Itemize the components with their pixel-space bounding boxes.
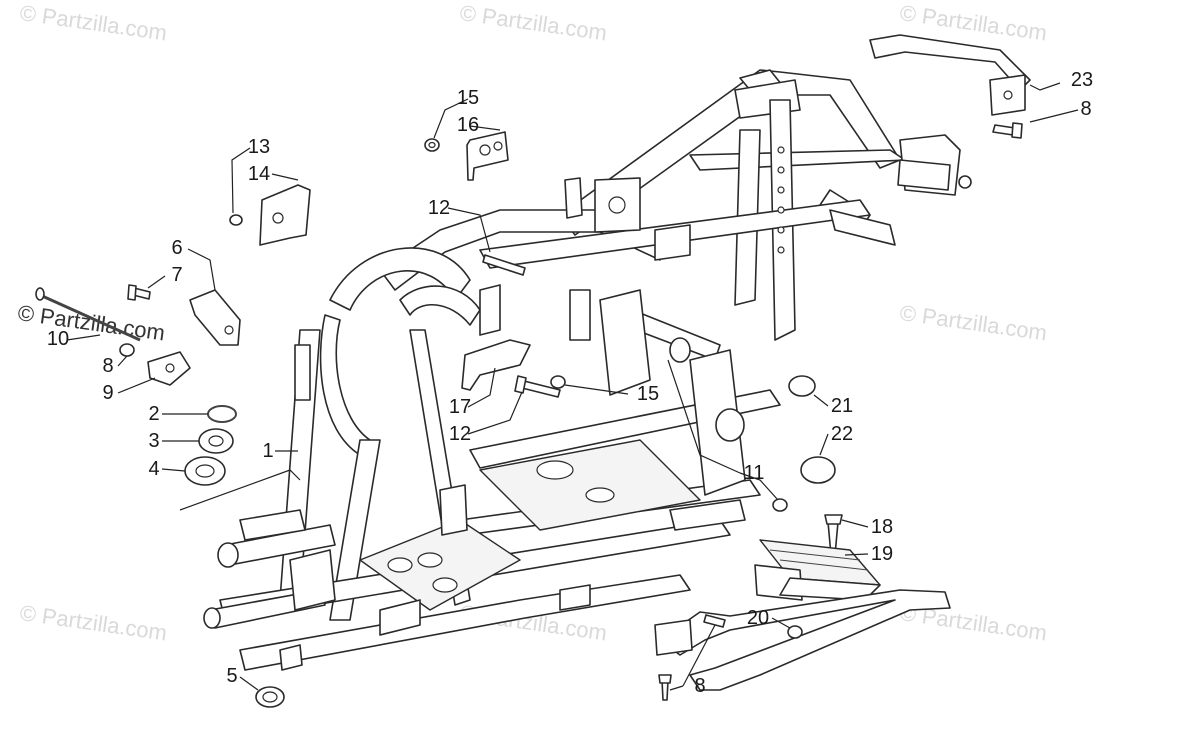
callout-2: 2 [148, 403, 160, 425]
callout-4: 4 [148, 458, 160, 480]
footrest-19 [754, 539, 881, 601]
bolt-8-footrest [658, 614, 726, 701]
callout-1: 1 [262, 440, 274, 462]
seal-5 [255, 686, 285, 708]
bracket-6 [127, 284, 241, 346]
callout-16: 16 [456, 114, 480, 136]
bracket-16 [424, 131, 509, 181]
callout-9: 9 [102, 382, 114, 404]
callout-15: 15 [636, 383, 660, 405]
callout-11: 11 [743, 462, 765, 484]
callout-18: 18 [870, 516, 894, 538]
callout-8: 8 [102, 355, 114, 377]
long-bolt-10 [35, 287, 141, 342]
bolt-12 [482, 254, 561, 398]
cap-22 [800, 456, 836, 484]
callout-12: 12 [448, 423, 472, 445]
snap-ring-2 [207, 405, 237, 423]
bracket-17 [461, 339, 566, 391]
callout-22: 22 [830, 423, 854, 445]
nut-20 [787, 625, 803, 639]
main-frame [203, 69, 972, 671]
bearing-4 [184, 456, 226, 486]
rear-bracket-23 [869, 34, 1031, 116]
callout-12: 12 [427, 197, 451, 219]
callout-8: 8 [694, 675, 706, 697]
callout-17: 17 [448, 396, 472, 418]
callout-19: 19 [870, 543, 894, 565]
callout-8: 8 [1080, 98, 1092, 120]
callout-6: 6 [171, 237, 183, 259]
callout-20: 20 [746, 607, 770, 629]
bolt-8-rear [992, 122, 1023, 139]
callout-14: 14 [247, 163, 271, 185]
bracket-14 [229, 184, 311, 246]
bearing-3 [198, 428, 234, 454]
plate-9 [119, 343, 191, 386]
nut-11 [772, 498, 788, 512]
callout-13: 13 [247, 136, 271, 158]
callout-21: 21 [830, 395, 854, 417]
callout-23: 23 [1070, 69, 1094, 91]
leader-lines [66, 82, 1079, 691]
callout-7: 7 [171, 264, 183, 286]
footrest-bar [654, 589, 951, 691]
callout-3: 3 [148, 430, 160, 452]
callout-10: 10 [46, 328, 70, 350]
plug-21 [788, 375, 816, 397]
callout-15: 15 [456, 87, 480, 109]
callout-5: 5 [226, 665, 238, 687]
